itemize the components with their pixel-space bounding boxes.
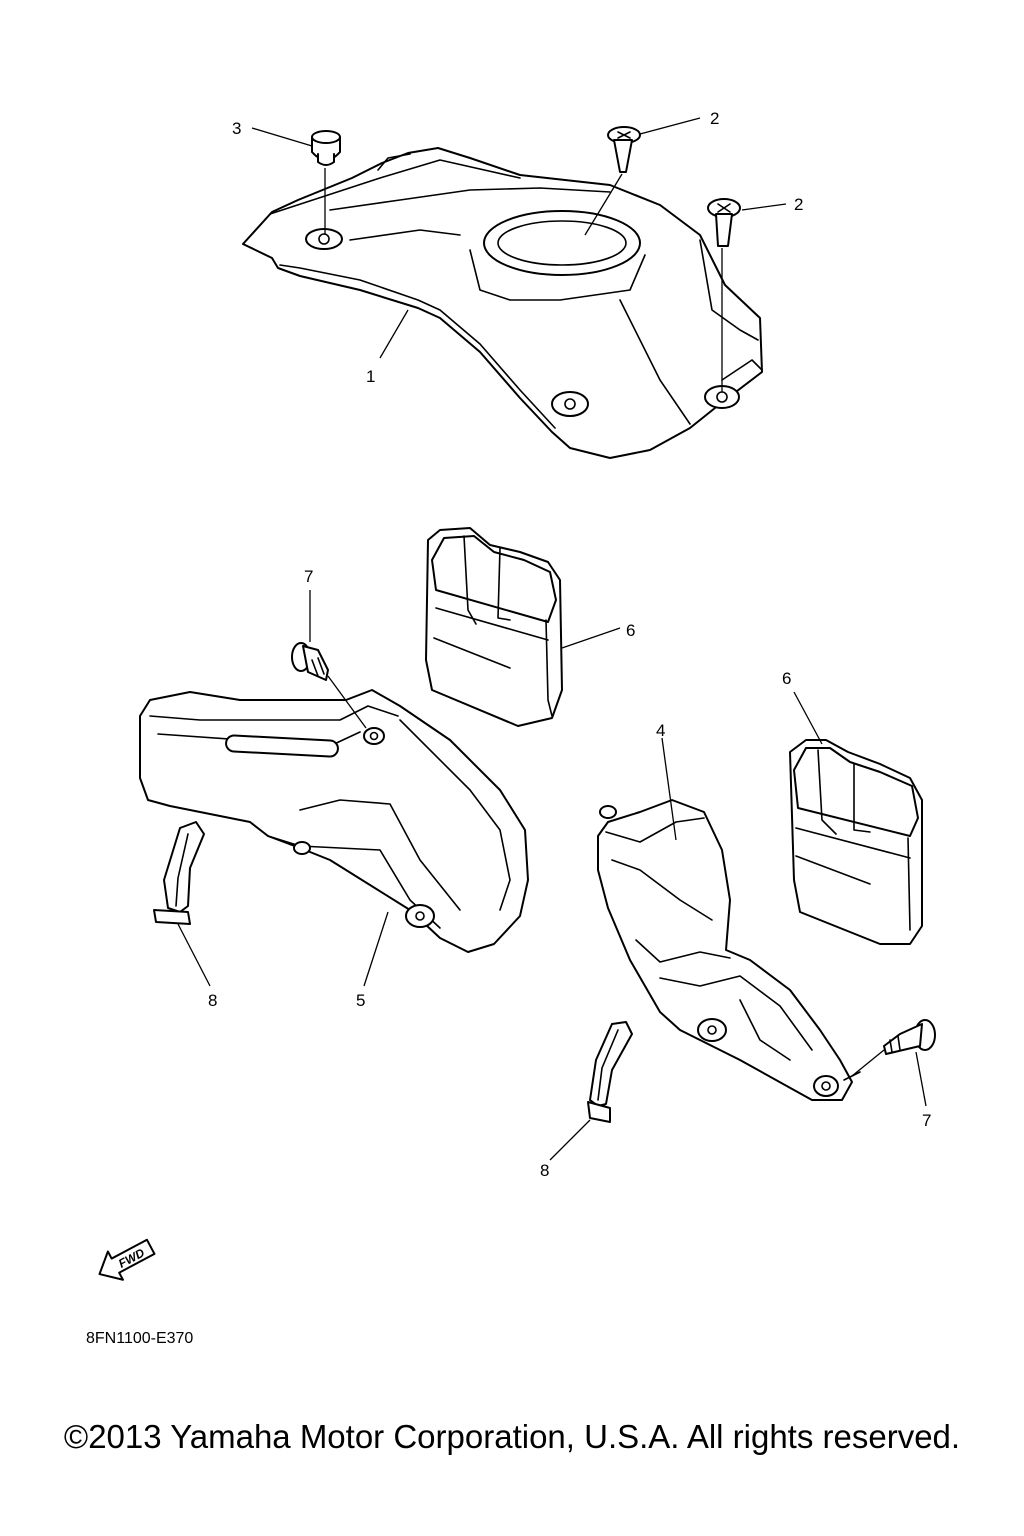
copyright-notice: ©2013 Yamaha Motor Corporation, U.S.A. A… (63, 1418, 961, 1455)
part-6-box-right (789, 739, 923, 945)
part-5-bracket-left (139, 689, 529, 953)
part-7-bolt-left (291, 642, 329, 681)
callout-4: 4 (656, 721, 665, 740)
part-4-bracket-right (597, 799, 861, 1101)
callout-1: 1 (366, 367, 375, 386)
part-2-screw-right (707, 198, 741, 247)
callout-6-right: 6 (782, 669, 791, 688)
reference-code: 8FN1100-E370 (86, 1330, 194, 1347)
callout-7-left: 7 (304, 567, 313, 586)
part-7-bolt-right (883, 1019, 936, 1055)
callout-2-right: 2 (794, 195, 803, 214)
part-8-clip-left (153, 821, 205, 925)
assembly-guide-lines (324, 168, 723, 392)
part-2-screw-upper (607, 126, 641, 173)
part-6-box-left (425, 527, 563, 727)
fwd-arrow-icon: FWD (98, 1238, 156, 1281)
callout-6-left: 6 (626, 621, 635, 640)
part-8-clip-right (587, 1021, 633, 1123)
part-1-cover (242, 147, 763, 459)
bolt-guide-lines (327, 675, 885, 1077)
callout-numbers: 1 2 2 3 4 5 6 6 7 7 8 8 (208, 109, 931, 1180)
callout-2-upper: 2 (710, 109, 719, 128)
callout-8-right: 8 (540, 1161, 549, 1180)
part-3-cap (311, 130, 341, 166)
callout-leaders (177, 117, 927, 1161)
callout-3: 3 (232, 119, 241, 138)
callout-5: 5 (356, 991, 365, 1010)
callout-8-left: 8 (208, 991, 217, 1010)
callout-7-right: 7 (922, 1111, 931, 1130)
